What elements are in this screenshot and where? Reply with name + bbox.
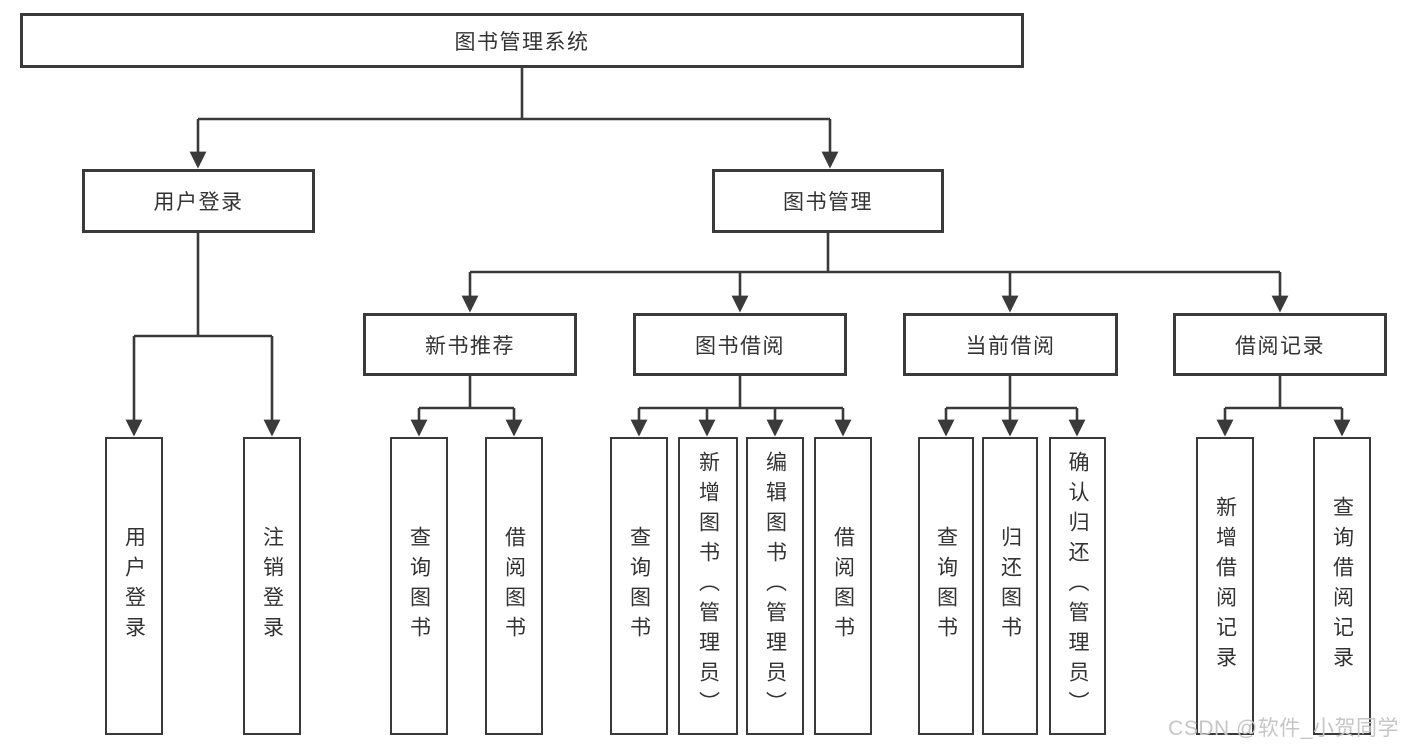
leaf-add-book-admin: 新增图书（管理员） — [678, 437, 738, 735]
node-book-borrowing: 图书借阅 — [633, 313, 847, 376]
watermark-text: CSDN @软件_小贺同学 — [1168, 717, 1399, 740]
node-label: 当前借阅 — [965, 334, 1056, 358]
leaf-query-borrow-record: 查询借阅记录 — [1313, 437, 1371, 735]
leaf-query-books-current: 查询图书 — [918, 437, 974, 735]
node-current-borrowing: 当前借阅 — [903, 313, 1118, 376]
node-label: 图书借阅 — [695, 334, 785, 358]
node-label: 查询借阅记录 — [1330, 496, 1354, 676]
leaf-borrow-books-recommend: 借阅图书 — [485, 437, 543, 735]
leaf-confirm-return-admin: 确认归还（管理员） — [1049, 437, 1106, 735]
node-new-book-recommend: 新书推荐 — [363, 313, 577, 376]
node-book-management: 图书管理 — [712, 169, 944, 233]
node-label: 新书推荐 — [425, 334, 515, 358]
node-label: 借阅图书 — [502, 526, 526, 646]
node-user-login: 用户登录 — [82, 169, 315, 233]
node-label: 借阅记录 — [1235, 334, 1325, 358]
node-label: 图书管理 — [783, 191, 873, 214]
leaf-borrow-books-borrow: 借阅图书 — [814, 437, 872, 735]
node-label: 查询图书 — [407, 526, 431, 646]
node-label: 新增借阅记录 — [1213, 496, 1237, 676]
node-root-library-system: 图书管理系统 — [20, 13, 1024, 68]
leaf-return-book: 归还图书 — [982, 437, 1038, 735]
node-label: 用户登录 — [153, 191, 244, 214]
leaf-add-borrow-record: 新增借阅记录 — [1196, 437, 1254, 735]
node-label: 归还图书 — [998, 526, 1022, 646]
node-label: 注销登录 — [260, 526, 284, 646]
node-label: 图书管理系统 — [454, 30, 590, 54]
node-label: 查询图书 — [934, 526, 958, 646]
node-label: 确认归还（管理员） — [1066, 451, 1089, 721]
leaf-user-login: 用户登录 — [105, 437, 163, 735]
leaf-logout: 注销登录 — [243, 437, 301, 735]
node-label: 查询图书 — [627, 526, 651, 646]
node-borrowing-records: 借阅记录 — [1173, 313, 1387, 376]
leaf-query-books-borrow: 查询图书 — [610, 437, 668, 735]
node-label: 编辑图书（管理员） — [763, 451, 787, 721]
node-label: 新增图书（管理员） — [696, 451, 720, 721]
leaf-query-books-recommend: 查询图书 — [390, 437, 448, 735]
node-label: 用户登录 — [122, 526, 146, 646]
leaf-edit-book-admin: 编辑图书（管理员） — [746, 437, 804, 735]
node-label: 借阅图书 — [831, 526, 855, 646]
